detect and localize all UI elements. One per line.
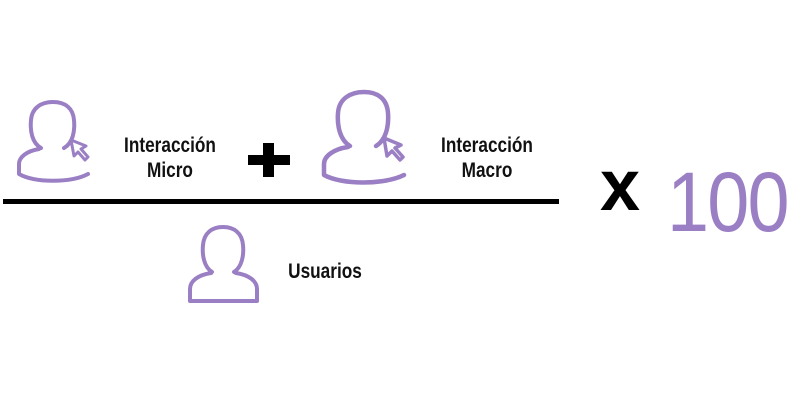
fraction-divider: [3, 199, 559, 204]
macro-interaction-label: Interacción Macro: [441, 134, 533, 183]
multiply-operator: x: [600, 146, 641, 226]
multiplier-value: 100: [667, 155, 790, 249]
user-icon: [186, 222, 262, 306]
user-cursor-icon: [320, 86, 412, 190]
plus-operator: [248, 143, 290, 177]
user-cursor-icon: [15, 96, 95, 188]
users-label: Usuarios: [288, 260, 362, 283]
micro-interaction-label: Interacción Micro: [124, 134, 216, 183]
